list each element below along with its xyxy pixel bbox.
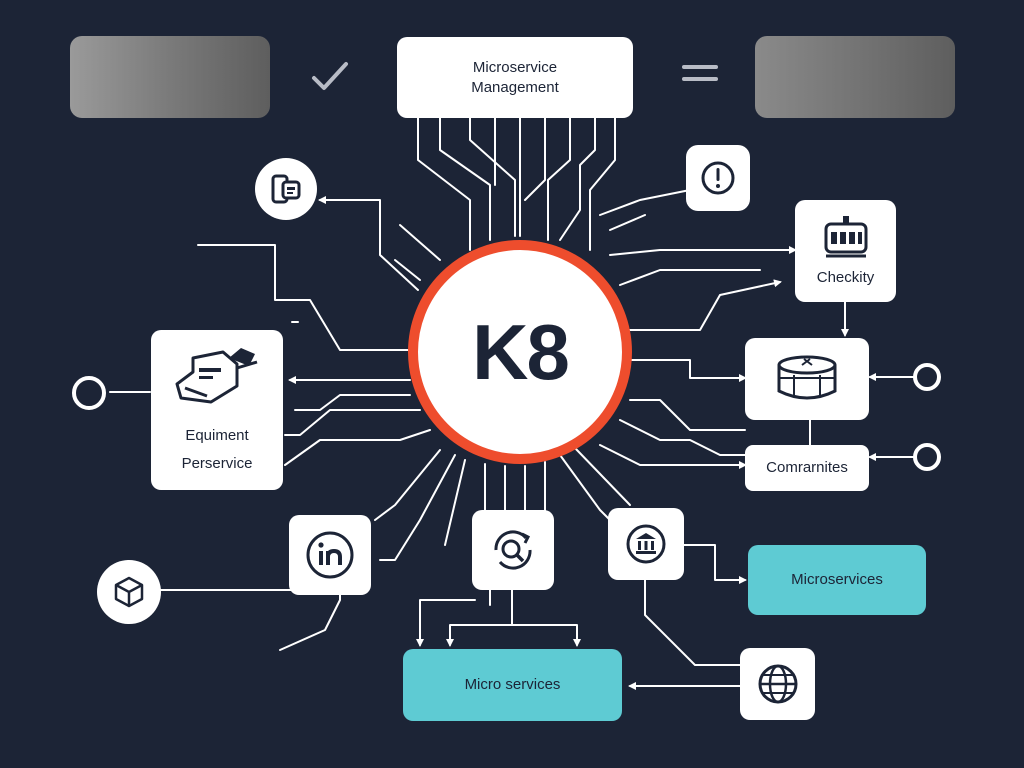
microservice-management-box[interactable]: Microservice Management: [397, 37, 633, 118]
equals-icon: [682, 65, 718, 81]
header-placeholder-right: [755, 36, 955, 118]
microservices-label: Microservices: [791, 571, 883, 588]
search-refresh-icon: [494, 530, 532, 570]
checkity-box[interactable]: Checkity: [795, 200, 896, 302]
window-panels-node[interactable]: [255, 158, 317, 220]
header-placeholder-left: [70, 36, 270, 118]
window-panels-icon: [271, 174, 301, 204]
equiment-perservice-box[interactable]: Equiment Perservice: [151, 330, 283, 490]
right-port-lower: [913, 443, 941, 471]
database-node[interactable]: [745, 338, 869, 420]
bank-icon: [626, 524, 666, 564]
micro-services-label: Micro services: [464, 676, 561, 693]
globe-node[interactable]: [740, 648, 815, 720]
cube-icon: [114, 576, 144, 608]
globe-icon: [758, 664, 797, 704]
k8-hub-label: K8: [472, 307, 570, 396]
linkedin-node[interactable]: [289, 515, 371, 595]
comrarnites-box[interactable]: Comrarnites: [745, 445, 869, 491]
micro-services-box[interactable]: Micro services: [403, 649, 622, 721]
microservice-management-line2: Management: [471, 78, 559, 96]
check-icon: [312, 62, 348, 90]
k8-hub[interactable]: K8: [408, 240, 632, 464]
cube-node[interactable]: [97, 560, 161, 624]
bank-node[interactable]: [608, 508, 684, 580]
equipment-icon: [175, 348, 258, 404]
perservice-line2: Perservice: [181, 455, 253, 472]
alert-circle-icon: [701, 161, 735, 195]
microservice-management-line1: Microservice: [472, 58, 558, 76]
comrarnites-label: Comrarnites: [766, 459, 848, 476]
search-node[interactable]: [472, 510, 554, 590]
microservices-box[interactable]: Microservices: [748, 545, 926, 615]
alert-node[interactable]: [686, 145, 750, 211]
linkedin-icon: [306, 531, 354, 579]
equiment-line1: Equiment: [185, 427, 249, 444]
checkity-label: Checkity: [816, 269, 875, 286]
server-rack-icon: [824, 216, 867, 258]
database-drum-icon: [777, 355, 837, 400]
right-port-upper: [913, 363, 941, 391]
left-port: [72, 376, 106, 410]
